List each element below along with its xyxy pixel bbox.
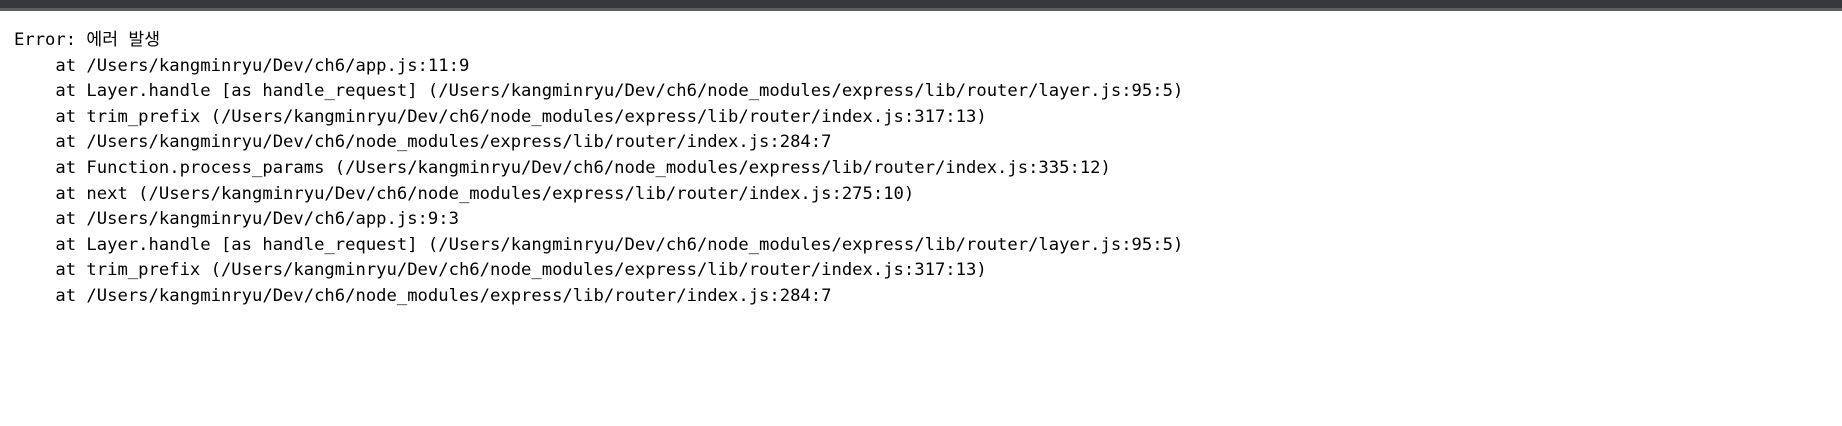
- stack-trace-frame: at /Users/kangminryu/Dev/ch6/app.js:11:9: [14, 55, 470, 76]
- stack-trace-frame: at Function.process_params (/Users/kangm…: [14, 157, 1111, 178]
- stack-trace-frame: at Layer.handle [as handle_request] (/Us…: [14, 234, 1184, 255]
- error-message-header: Error: 에러 발생: [14, 30, 161, 50]
- stack-trace-frame: at trim_prefix (/Users/kangminryu/Dev/ch…: [14, 106, 987, 127]
- window-title-bar: [0, 0, 1842, 11]
- stack-trace-frame: at trim_prefix (/Users/kangminryu/Dev/ch…: [14, 260, 987, 281]
- stack-trace-frame: at /Users/kangminryu/Dev/ch6/node_module…: [14, 132, 832, 153]
- window-chrome-edge: [0, 8, 1842, 11]
- stack-trace-frame: at next (/Users/kangminryu/Dev/ch6/node_…: [14, 183, 915, 204]
- stack-trace-frame: at /Users/kangminryu/Dev/ch6/node_module…: [14, 285, 832, 306]
- stack-trace-frame: at /Users/kangminryu/Dev/ch6/app.js:9:3: [14, 209, 459, 230]
- stack-trace-frame: at Layer.handle [as handle_request] (/Us…: [14, 81, 1184, 102]
- console-output-pane[interactable]: Error: 에러 발생 at /Users/kangminryu/Dev/ch…: [0, 11, 1842, 426]
- stack-trace-list: at /Users/kangminryu/Dev/ch6/app.js:11:9…: [0, 54, 1842, 310]
